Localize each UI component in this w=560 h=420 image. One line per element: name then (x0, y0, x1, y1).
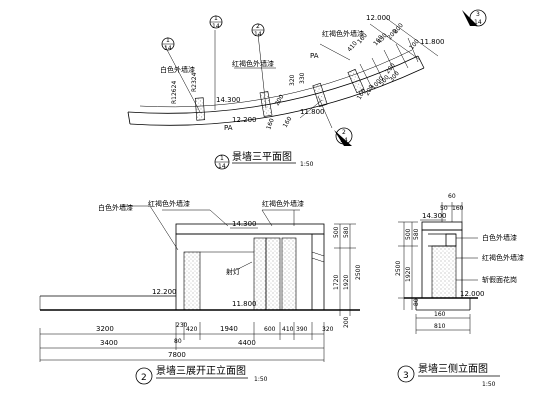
plan-radius-2: R2324 (191, 72, 198, 92)
elev-label-ditch: 射灯 (226, 267, 240, 276)
plan-label-red-right: 红褐色外墙漆 (322, 29, 364, 38)
svg-text:14: 14 (254, 31, 262, 38)
plan-elev-right-mid: 11.800 (420, 38, 445, 46)
side-elevation: 60 50 160 白色外墙漆 红褐色外墙漆 斩假面花岗 14.300 12.0… (395, 193, 524, 388)
svg-text:14: 14 (212, 23, 220, 30)
elev-dim-1920: 1920 (343, 275, 350, 290)
section-marker-icon: 1 14 (161, 37, 175, 52)
svg-text:3: 3 (403, 371, 409, 381)
elev-dim-total: 7800 (168, 351, 186, 359)
elev-ground-elevation: 11.800 (232, 300, 257, 308)
elev-dim-200: 200 (343, 316, 350, 328)
elev-dim-420: 420 (186, 326, 198, 333)
plan-dim-160b: 160 (282, 115, 294, 129)
plan-elev-bottom-mid: 12.200 (232, 116, 257, 124)
side-dim-810: 810 (434, 323, 446, 330)
svg-text:14: 14 (218, 163, 226, 170)
elev-dim-1940: 1940 (220, 325, 238, 333)
plan-dim-160c: 160 (356, 87, 368, 101)
section-marker-icon: 1 14 (209, 15, 223, 30)
elev-dim-3400: 3400 (100, 339, 118, 347)
svg-text:2: 2 (342, 129, 346, 136)
svg-text:14: 14 (340, 137, 348, 144)
svg-text:1: 1 (166, 37, 170, 44)
side-dim-50: 50 (440, 205, 448, 212)
plan-elev-right-top: 12.000 (366, 14, 391, 22)
side-label-stone: 斩假面花岗 (482, 275, 517, 284)
elevation-title: 2 景墙三展开正立面图 1:50 (135, 364, 268, 385)
elev-dim-410: 410 (282, 326, 294, 333)
side-elev-top: 14.300 (422, 212, 447, 220)
plan-label-red: 红褐色外墙漆 (232, 59, 274, 68)
side-label-red: 红褐色外墙漆 (482, 253, 524, 262)
elevation-title-text: 景墙三展开正立面图 (156, 364, 246, 377)
plan-pa-bottom: PA (224, 124, 233, 132)
svg-text:1: 1 (214, 15, 218, 22)
side-label-white: 白色外墙漆 (482, 233, 517, 242)
elev-dim-600: 600 (264, 326, 276, 333)
plan-pa-top: PA (310, 52, 319, 60)
side-scale: 1:50 (482, 381, 496, 388)
plan-dim-160a: 160 (265, 117, 276, 130)
side-dim-2500: 2500 (395, 261, 402, 276)
elev-dim-80: 80 (174, 338, 182, 345)
section-marker-icon: 2 14 (251, 23, 265, 38)
elev-dim-2500: 2500 (355, 265, 362, 280)
front-elevation: 白色外墙漆 红褐色外墙漆 红褐色外墙漆 射灯 14.300 12.200 11.… (39, 199, 362, 385)
plan-elev-bottom-right: 11.800 (300, 108, 325, 116)
plan-view: R12624 R2324 白色外墙漆 红褐色外墙漆 红褐色外墙漆 14.300 … (127, 9, 487, 170)
svg-text:1: 1 (220, 155, 224, 162)
svg-text:2: 2 (141, 373, 147, 383)
side-dim-160: 160 (452, 205, 464, 212)
plan-scale: 1:50 (300, 161, 314, 168)
elevation-scale: 1:50 (254, 376, 268, 383)
plan-elev-main: 14.300 (216, 96, 241, 104)
elev-label-red2: 红褐色外墙漆 (262, 199, 304, 208)
elev-dim-4400: 4400 (238, 339, 256, 347)
side-dim-580: 580 (413, 228, 420, 240)
north-arrow-icon: 3 14 (462, 9, 487, 27)
elev-dim-500: 500 (333, 226, 340, 238)
elev-top-elevation: 14.300 (232, 220, 257, 228)
plan-dim-330: 330 (299, 72, 306, 84)
elev-dim-230: 230 (176, 322, 188, 329)
side-dim-160-bottom: 160 (434, 311, 446, 318)
side-title-text: 景墙三侧立面图 (418, 362, 488, 375)
svg-text:3: 3 (476, 11, 480, 18)
north-arrow-icon: 2 14 (334, 127, 353, 146)
plan-dim-200: 200 (274, 93, 286, 107)
side-dim-500: 500 (405, 228, 412, 240)
side-dim-60: 60 (448, 193, 456, 200)
svg-text:14: 14 (164, 45, 172, 52)
side-dim-80: 80 (413, 298, 420, 306)
plan-dim-200b: 200 (364, 83, 376, 97)
side-title: 3 景墙三侧立面图 1:50 (397, 362, 500, 388)
plan-label-white: 白色外墙漆 (160, 65, 195, 74)
side-dim-1920: 1920 (405, 267, 412, 282)
elev-dim-1720: 1720 (333, 275, 340, 290)
elev-dim-580: 580 (343, 226, 350, 238)
elev-dim-320: 320 (322, 326, 334, 333)
plan-title: 1 14 景墙三平面图 1:50 (214, 150, 314, 170)
elev-dim-3200: 3200 (96, 325, 114, 333)
elev-label-red: 红褐色外墙漆 (148, 199, 190, 208)
elev-left-elevation: 12.200 (152, 288, 177, 296)
plan-dim-320: 320 (289, 74, 296, 86)
elev-dim-390: 390 (296, 326, 308, 333)
svg-text:14: 14 (474, 19, 482, 26)
side-elev-ground: 12.000 (460, 290, 485, 298)
plan-radius-1: R12624 (171, 81, 178, 104)
svg-text:2: 2 (256, 23, 260, 30)
elev-label-white: 白色外墙漆 (98, 203, 133, 212)
plan-title-text: 景墙三平面图 (232, 150, 292, 163)
